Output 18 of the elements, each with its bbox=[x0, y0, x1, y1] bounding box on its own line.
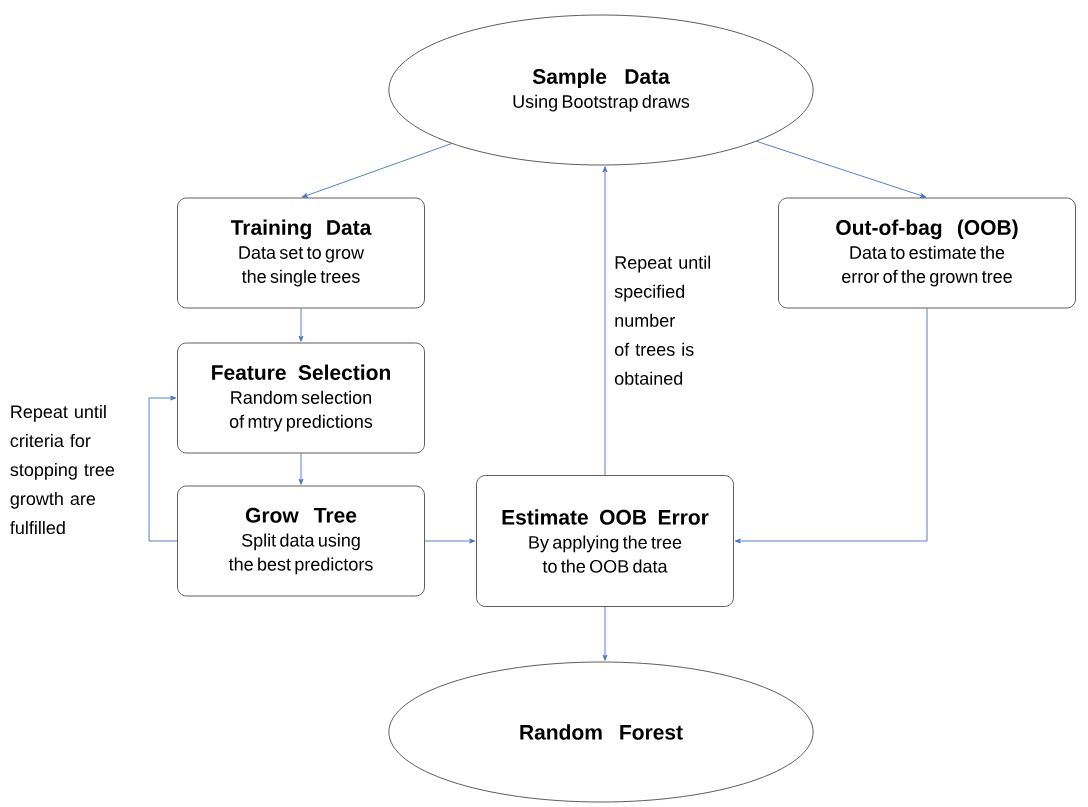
arrow bbox=[602, 166, 608, 476]
arrow bbox=[298, 453, 304, 485]
edge-label: Repeat until specified number of trees is obtained bbox=[613, 254, 741, 386]
arrow bbox=[301, 143, 452, 198]
process-box: Out-of-bag (OOB) Data to estimate the error of the grown tree bbox=[778, 197, 1076, 309]
process-box: Training Data Data set to grow the single trees bbox=[177, 197, 425, 309]
ellipse-node: Random Forest bbox=[388, 661, 814, 803]
arrow bbox=[734, 308, 928, 544]
edge-label: Repeat until criteria for stopping tree growth are fulfilled bbox=[8, 403, 141, 536]
arrow bbox=[424, 538, 476, 544]
arrow bbox=[602, 606, 608, 661]
ellipse-node: Sample Data Using Bootstrap draws bbox=[388, 14, 814, 166]
process-box: Feature Selection Random selection of mtry predictions bbox=[177, 342, 425, 454]
arrow bbox=[756, 140, 927, 198]
process-box: Estimate OOB Error By applying the tree to the OOB data bbox=[476, 475, 734, 607]
process-box: Grow Tree Split data using the best predictors bbox=[177, 485, 425, 597]
arrow bbox=[298, 308, 304, 342]
arrow bbox=[148, 395, 178, 542]
